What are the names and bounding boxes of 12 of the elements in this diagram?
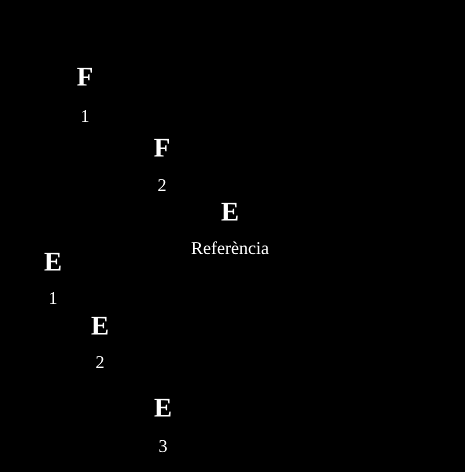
caption-label: 3 (158, 437, 168, 455)
test-letter: F (154, 134, 170, 162)
caption-label: Referència (191, 239, 269, 257)
caption-label: 2 (158, 176, 166, 194)
test-letter: E (91, 312, 109, 340)
test-letter: E (221, 198, 239, 226)
caption-label: 1 (48, 289, 58, 307)
caption-label: 2 (96, 353, 104, 371)
test-letter: F (76, 64, 94, 90)
caption-label: 1 (80, 107, 90, 125)
test-letter: E (44, 248, 62, 276)
test-letter: E (154, 394, 172, 422)
